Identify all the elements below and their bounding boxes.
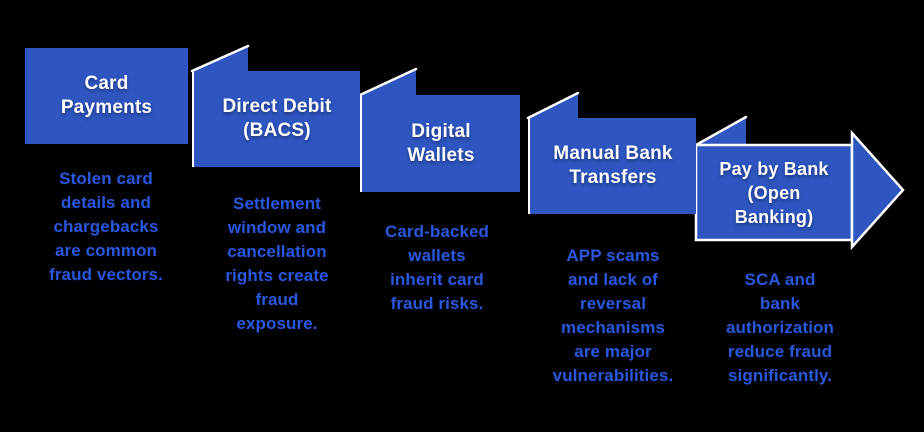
step-title: Pay by Bank (Open Banking) xyxy=(719,158,829,227)
step-box-digital-wallets: Digital Wallets xyxy=(360,95,520,192)
step-title: Digital Wallets xyxy=(407,120,475,166)
step-description: SCA and bank authorization reduce fraud … xyxy=(725,270,834,385)
fold-edge-4 xyxy=(694,115,748,147)
fold-edge-2 xyxy=(358,67,418,97)
step-box-card-payments: Card Payments xyxy=(25,48,188,144)
step-title: Card Payments xyxy=(60,73,153,118)
step-description: Card-backed wallets inherit card fraud r… xyxy=(384,222,490,313)
step-title: Direct Debit (BACS) xyxy=(222,96,332,141)
fold-edge-1 xyxy=(190,44,250,73)
step-box-manual-bank-transfers: Manual Bank Transfers xyxy=(528,118,696,214)
step-description: Stolen card details and chargebacks are … xyxy=(49,169,163,284)
step-description: Settlement window and cancellation right… xyxy=(225,194,329,333)
step-description: APP scams and lack of reversal mechanism… xyxy=(552,246,674,385)
step-title: Manual Bank Transfers xyxy=(553,143,673,188)
step-box-direct-debit: Direct Debit (BACS) xyxy=(192,71,360,167)
arrow-head xyxy=(850,129,905,251)
fold-edge-3 xyxy=(526,91,580,120)
